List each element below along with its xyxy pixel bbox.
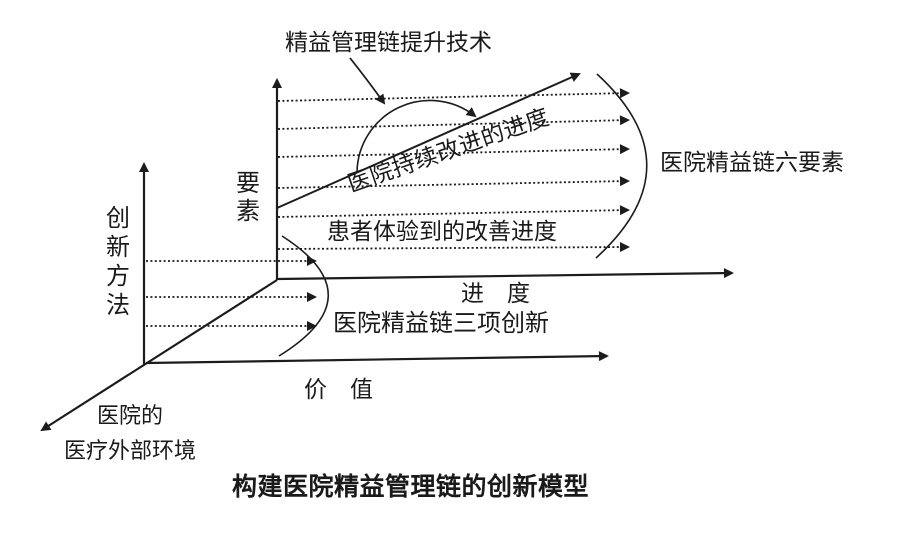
six-elements-brace	[595, 73, 648, 259]
dotted-element-arrow	[277, 205, 630, 218]
diagram-title: 构建医院精益管理链的创新模型	[232, 472, 590, 501]
environment-axis-label-line1: 医院的	[97, 404, 164, 429]
progress-axis-label: 进 度	[461, 281, 530, 307]
value-axis-line	[145, 351, 609, 365]
patient-progress-label: 患者体验到的改善进度	[327, 219, 557, 245]
progress-axis-line	[276, 268, 734, 281]
lean-tech-annotation: 精益管理链提升技术	[285, 30, 492, 56]
value-axis-label: 价 值	[304, 377, 373, 403]
improvement-diagonal-line	[276, 72, 581, 209]
dotted-element-arrow	[277, 176, 630, 189]
three-innovations-brace	[278, 235, 330, 357]
improvement-loop-arrow	[356, 99, 477, 173]
innovation-axis-label: 创新方法	[106, 204, 130, 319]
annotation-pointer-arrow	[349, 57, 386, 105]
dotted-element-arrow	[277, 115, 630, 130]
environment-axis-label-line2: 医疗外部环境	[64, 439, 197, 464]
six-elements-label: 医院精益链六要素	[660, 150, 844, 176]
environment-axis-line	[40, 279, 278, 432]
dotted-element-arrow	[277, 242, 630, 253]
dotted-element-arrow	[277, 144, 630, 158]
three-innovations-label: 医院精益链三项创新	[333, 309, 549, 337]
elements-axis-label: 要素	[236, 169, 260, 225]
dotted-element-arrow	[277, 88, 630, 102]
